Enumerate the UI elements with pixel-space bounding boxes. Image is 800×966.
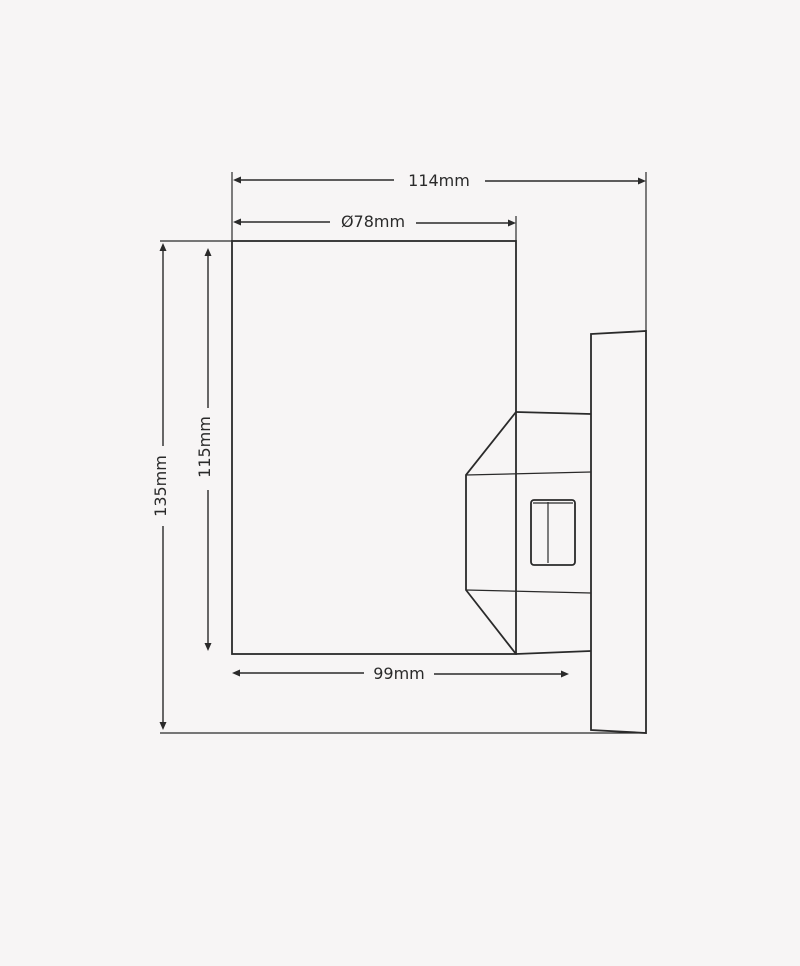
wall-plate: [590, 330, 647, 734]
label-overall-width: 114mm: [408, 171, 470, 190]
extension-lines: [160, 172, 647, 734]
label-depth: 99mm: [373, 664, 425, 683]
dim-diameter: Ø78mm: [233, 212, 516, 231]
switch-button: [530, 499, 576, 566]
dim-body-height: 115mm: [195, 248, 214, 651]
connector-neck: [465, 411, 592, 655]
label-body-height: 115mm: [195, 416, 214, 478]
dim-overall-width: 114mm: [233, 171, 646, 190]
dim-overall-height: 135mm: [151, 243, 170, 730]
light-body: [231, 240, 517, 655]
label-diameter: Ø78mm: [341, 212, 405, 231]
label-overall-height: 135mm: [151, 455, 170, 517]
dim-depth: 99mm: [232, 664, 569, 683]
